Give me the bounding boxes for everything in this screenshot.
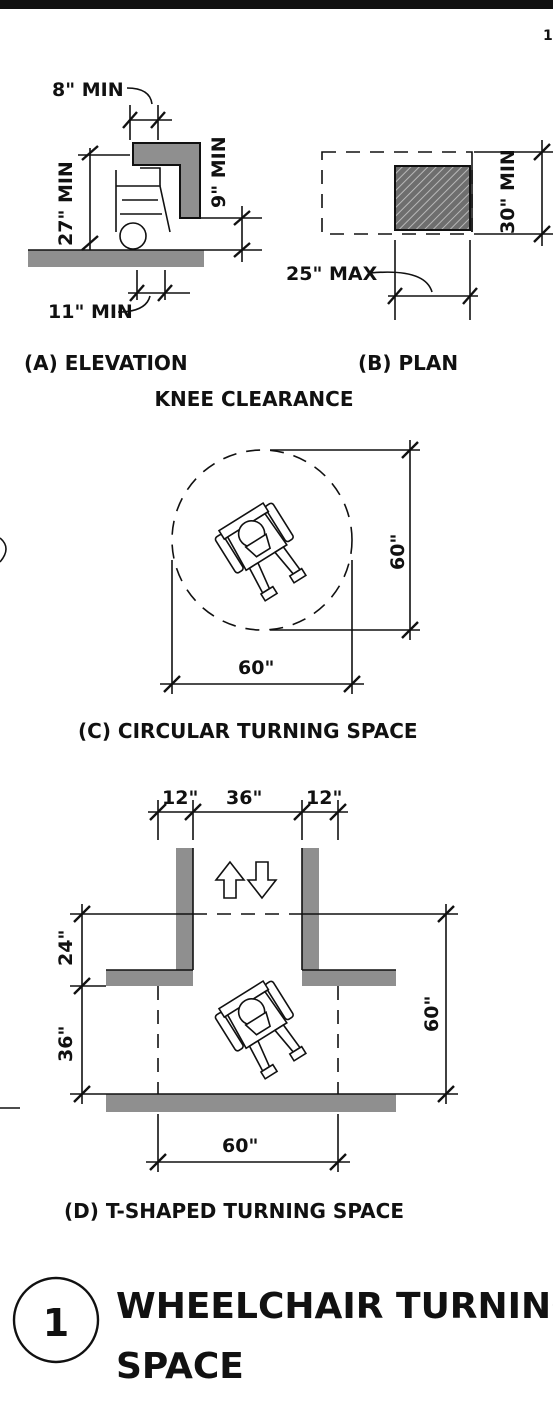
dim-t-width-60: 60" (222, 1135, 258, 1157)
dim-circle-horizontal: 60" (238, 657, 274, 679)
dim-9-min: 9" MIN (208, 136, 230, 208)
heading-knee-clearance: KNEE CLEARANCE (154, 387, 353, 411)
wheelchair-icon (211, 498, 316, 607)
t-wall-left-vertical (176, 848, 193, 986)
dim-30-min: 30" MIN (497, 149, 519, 234)
elevation-floor (28, 250, 204, 267)
caption-plan: (B) PLAN (358, 351, 458, 375)
dim-t-right-12: 12" (306, 787, 342, 809)
title-line-1: WHEELCHAIR TURNING (116, 1286, 553, 1327)
dim-t-lower-36: 36" (55, 1026, 77, 1062)
detail-number: 1 (43, 1301, 69, 1345)
knee-clearance-elevation: 8" MIN 27" MIN 9" MIN 11" MIN (A) ELEVAT… (24, 79, 262, 375)
caption-elevation: (A) ELEVATION (24, 351, 188, 375)
page-corner-mark: 1 (543, 28, 553, 44)
detail-title: 1 WHEELCHAIR TURNING SPACE (12, 1276, 553, 1387)
circular-turning-space: 60" 60" (C) CIRCULAR TURNING SPACE (78, 440, 420, 743)
dim-t-height-60: 60" (421, 996, 443, 1032)
knee-clearance-plan: 30" MIN 25" MAX (B) PLAN (286, 140, 553, 375)
t-wall-right-vertical (302, 848, 319, 986)
wheelchair-icon (211, 976, 316, 1085)
t-shaped-turning-space: 12" 36" 12" 24" 36" 60" 60" (D) T-SHAPED… (55, 787, 458, 1223)
t-wall-left-horizontal (106, 970, 193, 986)
dim-t-center-36: 36" (226, 787, 262, 809)
dim-8-min: 8" MIN (52, 79, 124, 101)
t-wall-bottom (106, 1094, 396, 1112)
dim-circle-vertical: 60" (387, 534, 409, 570)
sheet-edge-fragment (0, 537, 7, 563)
dim-25-max: 25" MAX (286, 263, 378, 285)
title-line-2: SPACE (116, 1346, 244, 1387)
plan-knee-space (394, 165, 471, 231)
dim-t-left-12: 12" (162, 787, 198, 809)
direction-arrows-icon (214, 860, 278, 900)
wheelchair-icon (115, 167, 171, 250)
sheet-top-border (0, 0, 553, 9)
dim-t-upper-24: 24" (55, 930, 77, 966)
dim-11-min: 11" MIN (48, 301, 133, 323)
detail-circle-icon (12, 1276, 100, 1364)
caption-circular: (C) CIRCULAR TURNING SPACE (78, 719, 418, 743)
t-wall-right-horizontal (302, 970, 396, 986)
dim-27-min: 27" MIN (55, 161, 77, 246)
caption-t-shaped: (D) T-SHAPED TURNING SPACE (64, 1199, 404, 1223)
